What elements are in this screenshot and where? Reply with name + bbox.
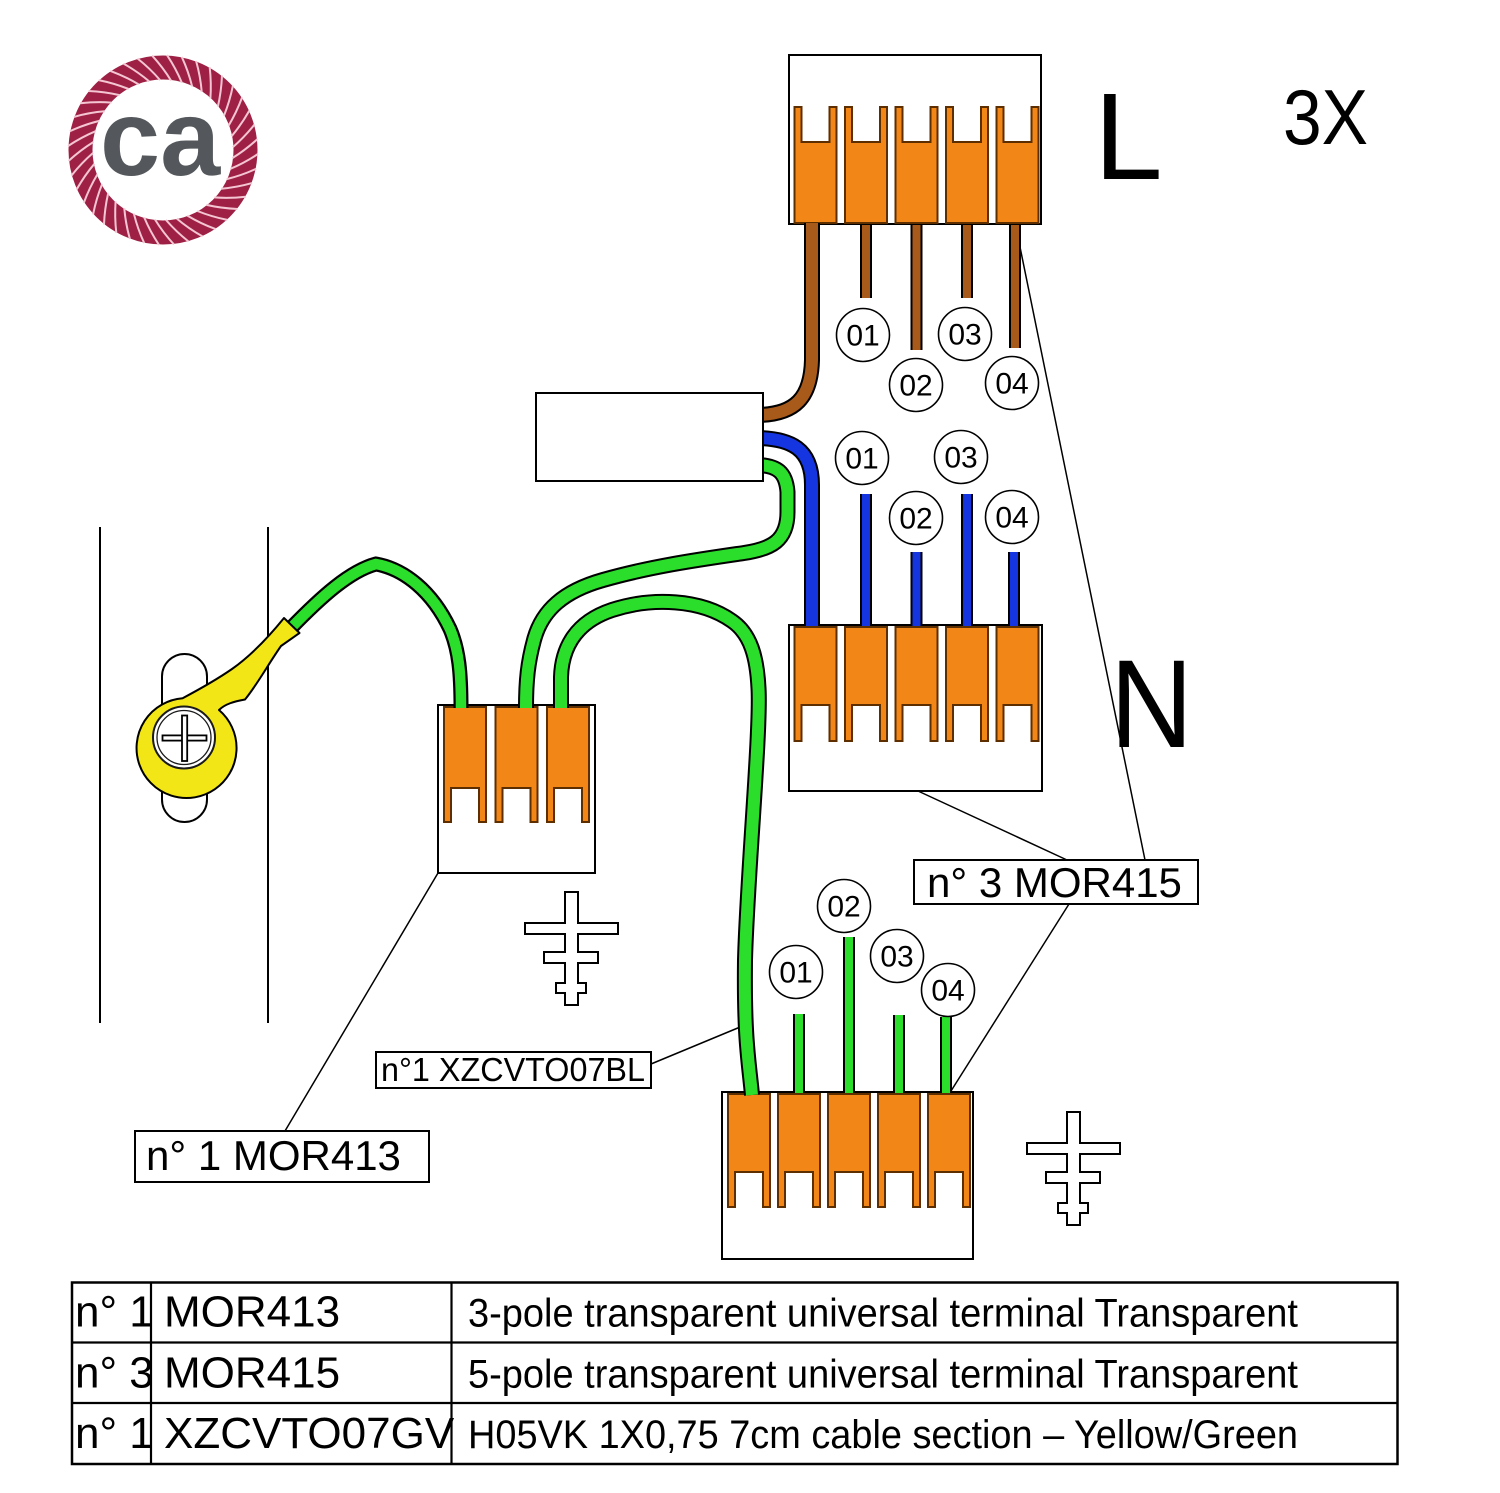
svg-text:H05VK 1X0,75 7cm cable section: H05VK 1X0,75 7cm cable section – Yellow/… bbox=[468, 1413, 1298, 1457]
svg-text:01: 01 bbox=[845, 443, 878, 476]
svg-text:n° 1: n° 1 bbox=[75, 1409, 154, 1458]
svg-text:MOR413: MOR413 bbox=[164, 1288, 340, 1337]
svg-text:04: 04 bbox=[995, 502, 1028, 535]
svg-text:n° 3: n° 3 bbox=[75, 1349, 154, 1398]
svg-text:XZCVTO07GV: XZCVTO07GV bbox=[164, 1409, 455, 1458]
svg-text:L: L bbox=[1094, 68, 1163, 206]
svg-text:n°1 XZCVTO07BL: n°1 XZCVTO07BL bbox=[381, 1051, 645, 1088]
svg-text:5-pole transparent universal t: 5-pole transparent universal terminal Tr… bbox=[468, 1353, 1298, 1397]
svg-text:ca: ca bbox=[100, 77, 221, 198]
svg-text:n° 1: n° 1 bbox=[75, 1288, 154, 1337]
svg-text:04: 04 bbox=[931, 975, 964, 1008]
svg-text:02: 02 bbox=[899, 370, 932, 403]
svg-text:MOR415: MOR415 bbox=[164, 1349, 340, 1398]
svg-text:N: N bbox=[1110, 635, 1193, 774]
svg-text:n° 1 MOR413: n° 1 MOR413 bbox=[146, 1132, 401, 1179]
svg-text:01: 01 bbox=[846, 320, 879, 353]
svg-text:03: 03 bbox=[948, 319, 981, 352]
svg-text:02: 02 bbox=[899, 503, 932, 536]
svg-text:3X: 3X bbox=[1283, 73, 1368, 161]
svg-text:01: 01 bbox=[779, 957, 812, 990]
svg-text:03: 03 bbox=[880, 941, 913, 974]
svg-text:3-pole transparent universal t: 3-pole transparent universal terminal Tr… bbox=[468, 1292, 1298, 1336]
svg-text:02: 02 bbox=[827, 891, 860, 924]
svg-text:n° 3 MOR415: n° 3 MOR415 bbox=[927, 859, 1182, 906]
svg-text:03: 03 bbox=[944, 442, 977, 475]
svg-text:04: 04 bbox=[995, 368, 1028, 401]
